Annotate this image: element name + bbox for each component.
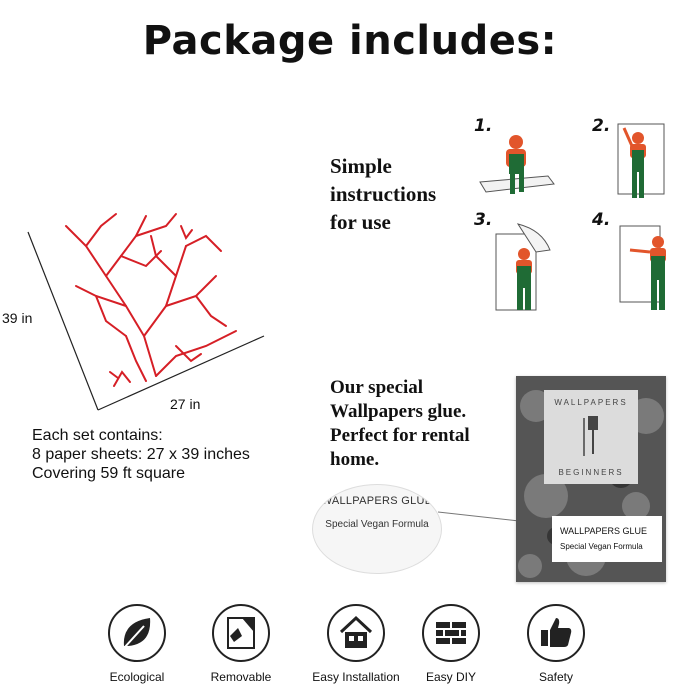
package-logo-bottom: BEGINNERS [558,468,624,477]
worker-hanging-icon [495,223,551,311]
sheet-drawing [27,213,265,411]
set-info-line: Each set contains: [32,427,163,444]
step-number: 4. [592,210,611,230]
set-info: Each set contains: 8 paper sheets: 27 x … [32,426,292,483]
step-2-illustration [606,122,666,204]
instructions-line: instructions [330,182,437,206]
package-label-subtitle: Special Vegan Formula [560,542,643,551]
magnifier-title: WALLPAPERS GLUE [321,495,433,507]
instructions-heading: Simple instructions for use [330,152,480,236]
package-label: WALLPAPERS GLUE Special Vegan Formula [552,516,662,562]
package-logo: WALLPAPERS BEGINNERS [544,390,638,484]
feature-removable: Removable [191,604,291,684]
feature-label: Removable [210,670,272,684]
house-icon [327,604,385,662]
set-info-line: Covering 59 ft square [32,465,185,482]
height-dimension-line [27,231,99,411]
glue-label-magnifier: WALLPAPERS GLUE Special Vegan Formula [312,484,442,574]
thumbs-up-icon [527,604,585,662]
package-logo-top: WALLPAPERS [554,398,628,407]
magnifier-connector-line [438,511,528,523]
glue-line: Our special [330,377,424,398]
step-3-illustration [492,220,556,314]
step-4-illustration [618,222,678,314]
glue-line: Wallpapers glue. [330,401,467,422]
set-info-line: 8 paper sheets: 27 x 39 inches [32,446,250,463]
brush-icon [583,416,598,456]
feature-label: Safety [538,670,574,684]
step-number: 2. [592,116,611,136]
glue-heading: Our special Wallpapers glue. Perfect for… [330,376,520,472]
worker-smoothing-icon [619,225,666,310]
package-label-title: WALLPAPERS GLUE [560,526,648,536]
sheet-width-label: 27 in [170,396,201,412]
feature-label: Ecological [109,670,165,684]
step-number: 1. [474,116,493,136]
glue-line: Perfect for rental [330,425,470,446]
brick-wall-icon [422,604,480,662]
feature-ecological: Ecological [87,604,187,684]
feature-label: Easy Installation [312,670,400,684]
glue-line: home. [330,449,380,470]
coral-pattern [65,213,237,387]
wallpaper-sheet-illustration [26,196,306,416]
instructions-line: Simple [330,154,392,178]
feature-safety: Safety [506,604,606,684]
glue-package: WALLPAPERS BEGINNERS WALLPAPERS GLUE Spe… [516,376,666,582]
feature-easy-installation: Easy Installation [306,604,406,684]
width-dimension-line [97,335,265,411]
feature-label: Easy DIY [425,670,476,684]
feature-easy-diy: Easy DIY [401,604,501,684]
sheet-height-label: 39 in [2,310,33,326]
peel-icon [212,604,270,662]
step-1-illustration [478,132,558,202]
magnifier-subtitle: Special Vegan Formula [325,519,429,530]
worker-cutting-icon [479,135,555,194]
step-number: 3. [474,210,493,230]
worker-measuring-icon [617,123,665,198]
page-title: Package includes: [142,18,558,64]
instructions-line: for use [330,210,391,234]
leaf-icon [108,604,166,662]
